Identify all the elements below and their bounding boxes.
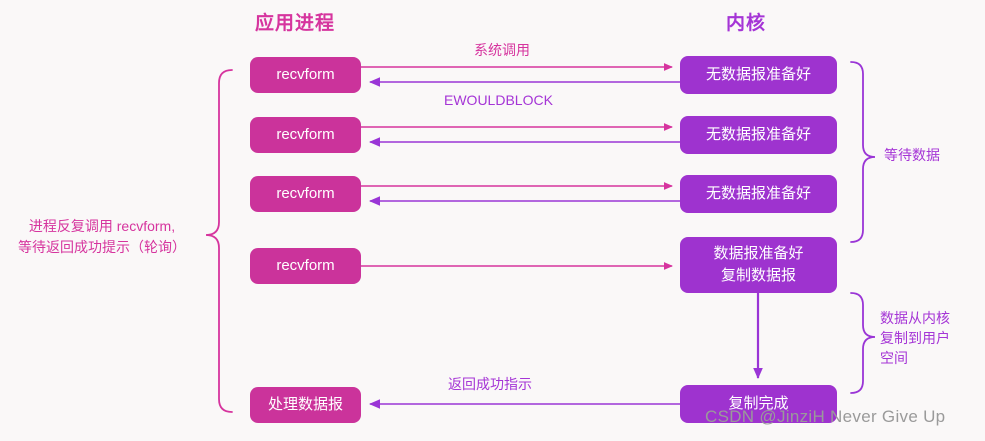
right-brace-copy	[850, 292, 876, 394]
annotation-wait-for-data: 等待数据	[884, 147, 940, 163]
node-process-datagram[interactable]: 处理数据报	[250, 387, 361, 423]
annotation-copy-to-user-space: 数据从内核 复制到用户 空间	[880, 308, 950, 368]
node-no-data-ready-3[interactable]: 无数据报准备好	[680, 175, 837, 213]
watermark: CSDN @JinziH Never Give Up	[705, 407, 946, 426]
annotation-copy-line1: 数据从内核	[880, 310, 950, 326]
node-data-ready-line2: 复制数据报	[720, 267, 796, 284]
node-recvform-1[interactable]: recvform	[250, 57, 361, 93]
column-title-app-process: 应用进程	[255, 13, 336, 34]
edge-label-syscall: 系统调用	[474, 42, 530, 58]
node-recvform-3[interactable]: recvform	[250, 176, 361, 212]
annotation-copy-line2: 复制到用户	[880, 330, 950, 346]
annotation-copy-line3: 空间	[880, 350, 908, 366]
annotation-polling: 进程反复调用 recvform, 等待返回成功提示（轮询）	[18, 216, 186, 258]
right-brace-wait	[850, 61, 876, 243]
node-no-data-ready-1[interactable]: 无数据报准备好	[680, 56, 837, 94]
column-title-kernel: 内核	[726, 13, 767, 34]
edge-label-ewouldblock: EWOULDBLOCK	[444, 92, 553, 108]
node-copy-complete[interactable]: 复制完成	[680, 385, 837, 423]
node-data-ready-copy[interactable]: 数据报准备好 复制数据报	[680, 237, 837, 293]
left-brace	[205, 69, 233, 413]
node-recvform-4[interactable]: recvform	[250, 248, 361, 284]
edge-label-return-success: 返回成功指示	[448, 376, 532, 392]
node-no-data-ready-2[interactable]: 无数据报准备好	[680, 116, 837, 154]
annotation-polling-line1: 进程反复调用 recvform,	[28, 218, 176, 234]
node-recvform-2[interactable]: recvform	[250, 117, 361, 153]
annotation-polling-line2: 等待返回成功提示（轮询）	[18, 239, 186, 255]
node-data-ready-line1: 数据报准备好	[713, 245, 804, 262]
